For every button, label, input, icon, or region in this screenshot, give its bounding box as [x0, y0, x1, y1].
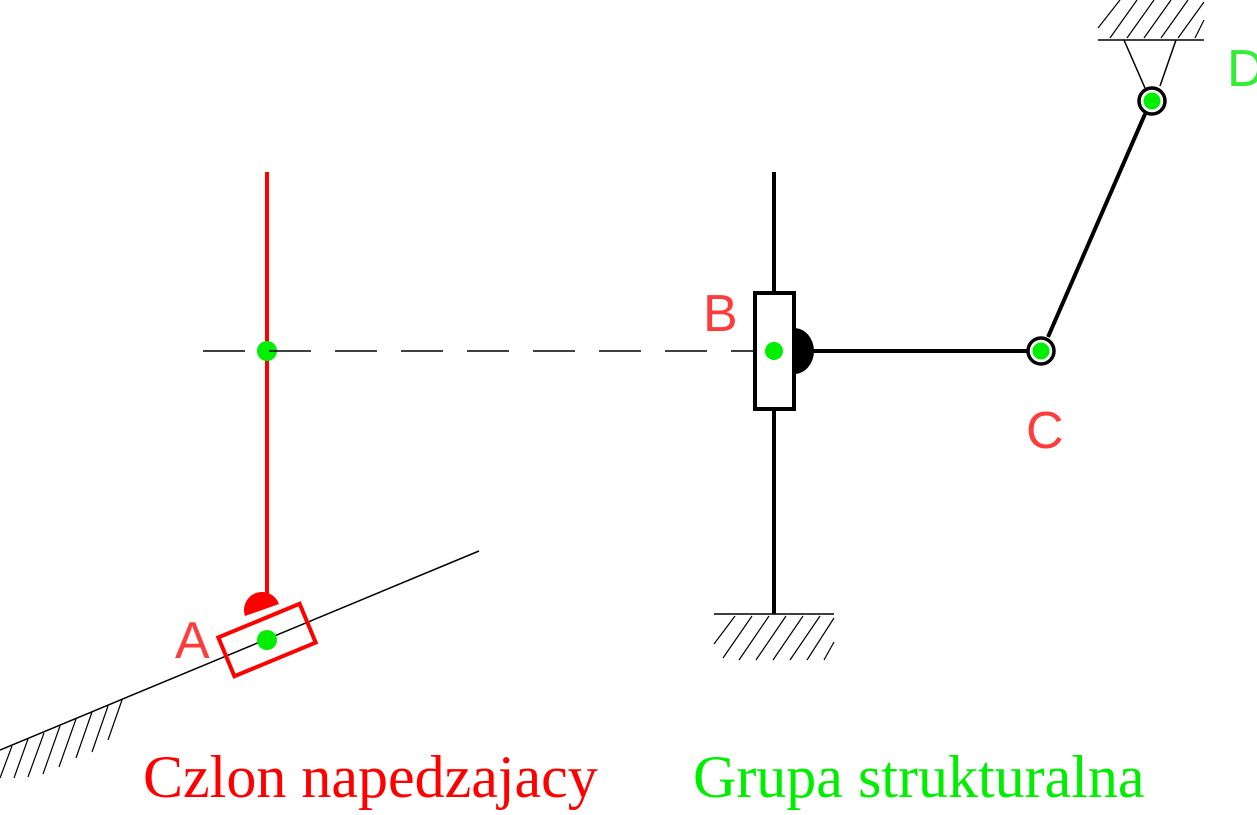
inclined-guide	[0, 550, 480, 751]
link-CD	[1046, 113, 1147, 338]
label-B: B	[703, 285, 738, 343]
label-A: A	[175, 612, 210, 670]
caption-structural-group: Grupa strukturalna	[693, 744, 1145, 810]
support-D-leg-right	[1159, 39, 1177, 87]
inclined-ground-hatching	[0, 699, 123, 779]
driving-half-joint	[243, 591, 279, 616]
support-D-leg-left	[1123, 39, 1146, 89]
structural-group: B C D	[703, 0, 1257, 661]
caption-driving-link: Czlon napedzajacy	[143, 744, 598, 810]
support-D-hatching	[1097, 0, 1205, 39]
half-joint-B	[794, 328, 814, 374]
slider-block-A	[215, 601, 319, 679]
joint-center-driving-mid	[257, 341, 277, 361]
label-D: D	[1227, 40, 1257, 98]
driving-link: A	[0, 172, 480, 779]
joint-center-A	[257, 630, 277, 650]
joint-center-D	[1143, 92, 1161, 110]
ground-base-hatching	[713, 615, 835, 661]
label-C: C	[1026, 402, 1064, 460]
joint-center-B	[765, 342, 783, 360]
joint-center-C	[1032, 342, 1050, 360]
